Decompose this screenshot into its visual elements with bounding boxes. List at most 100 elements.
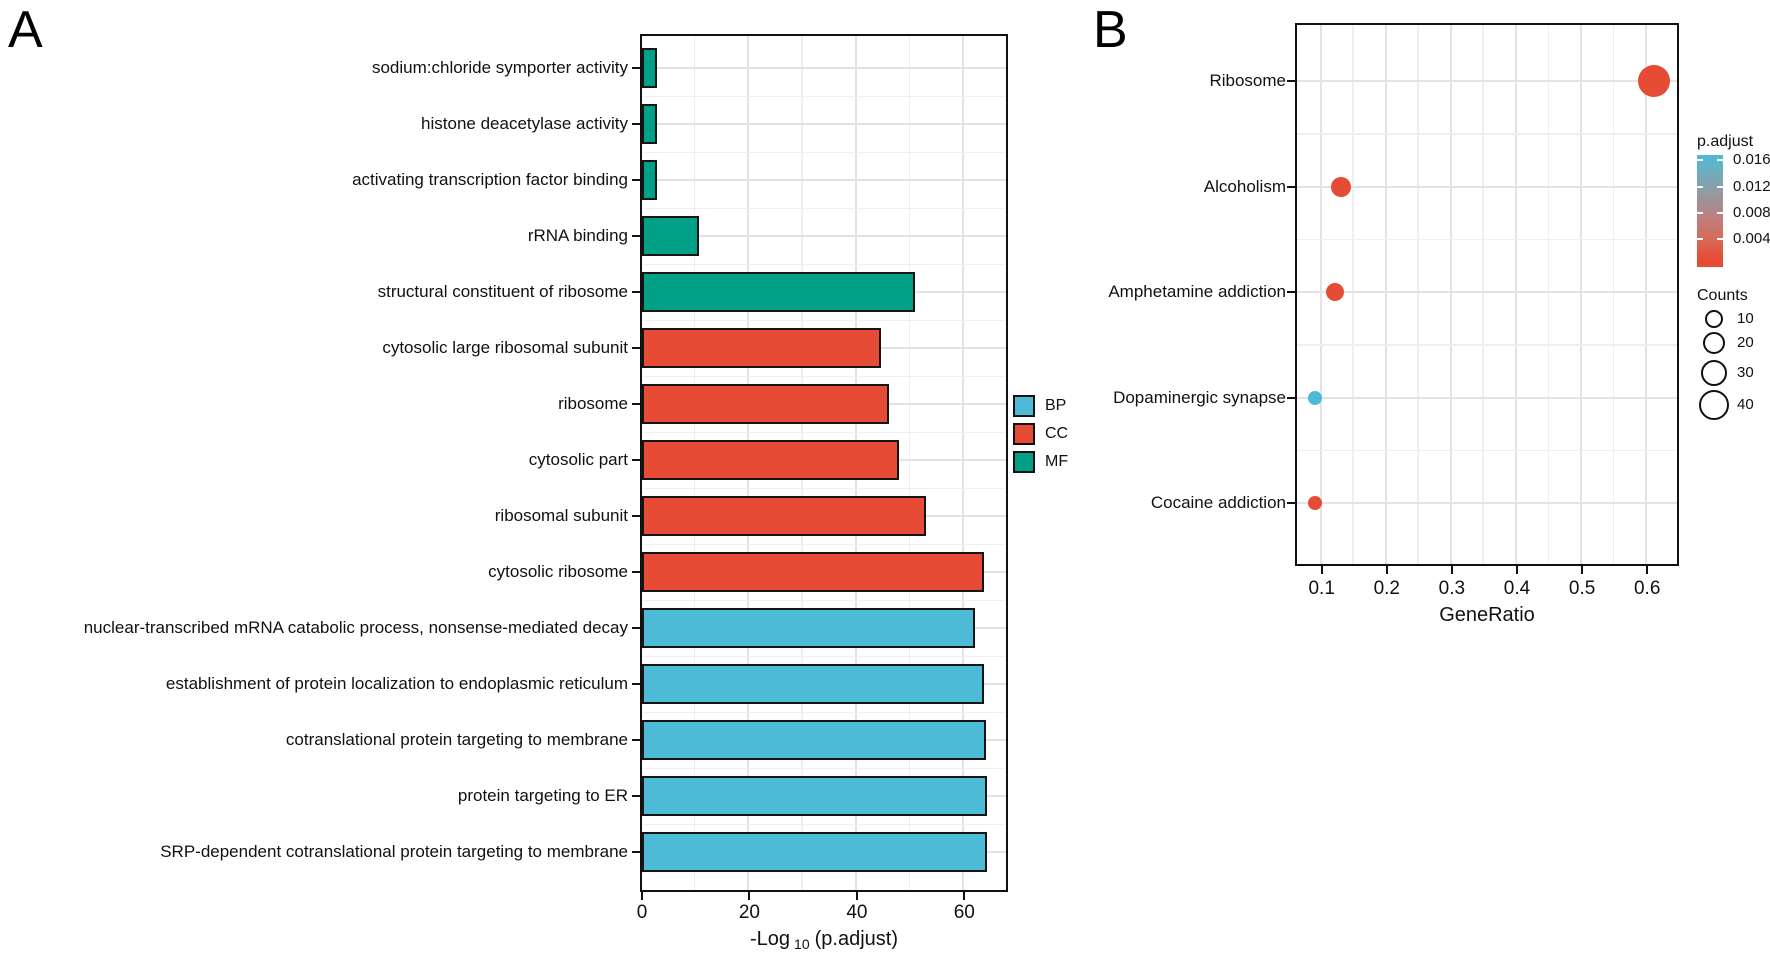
x-tick-label: 60 [953, 902, 975, 923]
gradient-tick-label: 0.016 [1733, 151, 1770, 168]
gradient-tick-label: 0.008 [1733, 204, 1770, 221]
panel-a-plot-area [640, 34, 1008, 892]
x-tick-label: 0.3 [1438, 578, 1466, 599]
x-tick [748, 892, 751, 900]
gridline [642, 487, 1006, 489]
bar [642, 720, 986, 760]
pathway-dot [1308, 390, 1323, 405]
gridline [642, 711, 1006, 713]
x-tick-label: 20 [738, 902, 760, 923]
gridline [1352, 25, 1354, 564]
gridline [1297, 344, 1677, 346]
legend-item-label: MF [1045, 453, 1069, 470]
gridline [1612, 25, 1615, 564]
gridline [1645, 25, 1648, 564]
mf-legend-swatch [1013, 451, 1035, 473]
count-circle [1701, 360, 1727, 386]
x-axis-title-subscript: 10 [794, 936, 810, 952]
gridline [1297, 502, 1677, 504]
y-tick [632, 459, 640, 461]
gridline [1297, 80, 1677, 82]
x-tick-label: 0 [636, 902, 648, 923]
bar [642, 608, 975, 648]
gridline [642, 431, 1006, 433]
bar [642, 664, 985, 704]
gridline [642, 179, 1006, 181]
count-circle [1703, 332, 1725, 354]
category-label: cytosolic large ribosomal subunit [382, 338, 628, 357]
gradient-tick [1717, 186, 1723, 188]
gridline [1449, 25, 1452, 564]
y-tick [632, 851, 640, 853]
gridline [642, 319, 1006, 321]
x-tick-label: 40 [846, 902, 868, 923]
gradient-tick [1717, 212, 1723, 214]
gridline [1297, 449, 1677, 452]
count-circle [1699, 390, 1729, 420]
y-tick [632, 179, 640, 181]
gradient-tick [1717, 159, 1723, 161]
pathway-dot [1637, 65, 1670, 97]
panel-a-label: A [8, 1, 43, 59]
count-label: 40 [1737, 396, 1754, 413]
panel-b-x-axis-title: GeneRatio [1439, 604, 1535, 626]
bar [642, 832, 988, 872]
bar [642, 104, 657, 144]
pathway-label: Amphetamine addiction [1108, 282, 1286, 301]
gridline [1297, 396, 1677, 399]
category-label: establishment of protein localization to… [165, 674, 628, 693]
x-tick [1516, 566, 1518, 574]
legend-item: MF [1013, 451, 1068, 473]
category-label: cytosolic part [528, 450, 628, 469]
bar [642, 384, 890, 424]
gridline [642, 543, 1006, 545]
gridline [642, 655, 1006, 657]
bar [642, 776, 987, 816]
x-tick [963, 892, 966, 900]
gradient-tick [1697, 212, 1703, 214]
gridline [1482, 25, 1484, 564]
gridline [642, 767, 1006, 769]
bar [642, 216, 699, 256]
y-tick [632, 67, 640, 69]
x-tick-label: 0.2 [1373, 578, 1400, 599]
gridline [642, 151, 1006, 153]
category-label: cotranslational protein targeting to mem… [285, 730, 628, 749]
y-tick [1287, 291, 1295, 293]
x-tick [1450, 566, 1453, 574]
bar [642, 440, 900, 480]
category-label: SRP-dependent cotranslational protein ta… [160, 842, 628, 861]
category-label: cytosolic ribosome [488, 562, 628, 581]
gridline [642, 375, 1006, 377]
category-label: rRNA binding [527, 226, 628, 245]
y-tick [632, 347, 640, 349]
y-tick [632, 403, 640, 405]
category-label: structural constituent of ribosome [377, 282, 628, 301]
gridline [642, 95, 1006, 97]
category-label: histone deacetylase activity [421, 114, 628, 133]
padjust-gradient-bar [1697, 155, 1723, 267]
x-axis-title-prefix: -Log [750, 928, 791, 950]
x-tick-label: 0.1 [1308, 578, 1335, 599]
y-tick [632, 739, 640, 741]
legend-item: BP [1013, 395, 1068, 417]
gridline [642, 207, 1006, 209]
category-label: sodium:chloride symporter activity [371, 58, 628, 77]
bar [642, 48, 657, 88]
x-tick [1581, 566, 1584, 574]
gridline [1319, 25, 1322, 564]
count-label: 10 [1737, 310, 1754, 327]
gradient-tick [1697, 238, 1703, 240]
pathway-label: Dopaminergic synapse [1113, 387, 1286, 407]
gradient-tick-label: 0.004 [1733, 230, 1770, 247]
category-label: ribosome [558, 394, 628, 413]
gridline [1515, 25, 1517, 564]
pathway-dot [1325, 283, 1344, 301]
gradient-tick [1717, 238, 1723, 240]
gridline [642, 235, 1006, 237]
pathway-label: Ribosome [1209, 71, 1286, 90]
bar [642, 328, 882, 368]
